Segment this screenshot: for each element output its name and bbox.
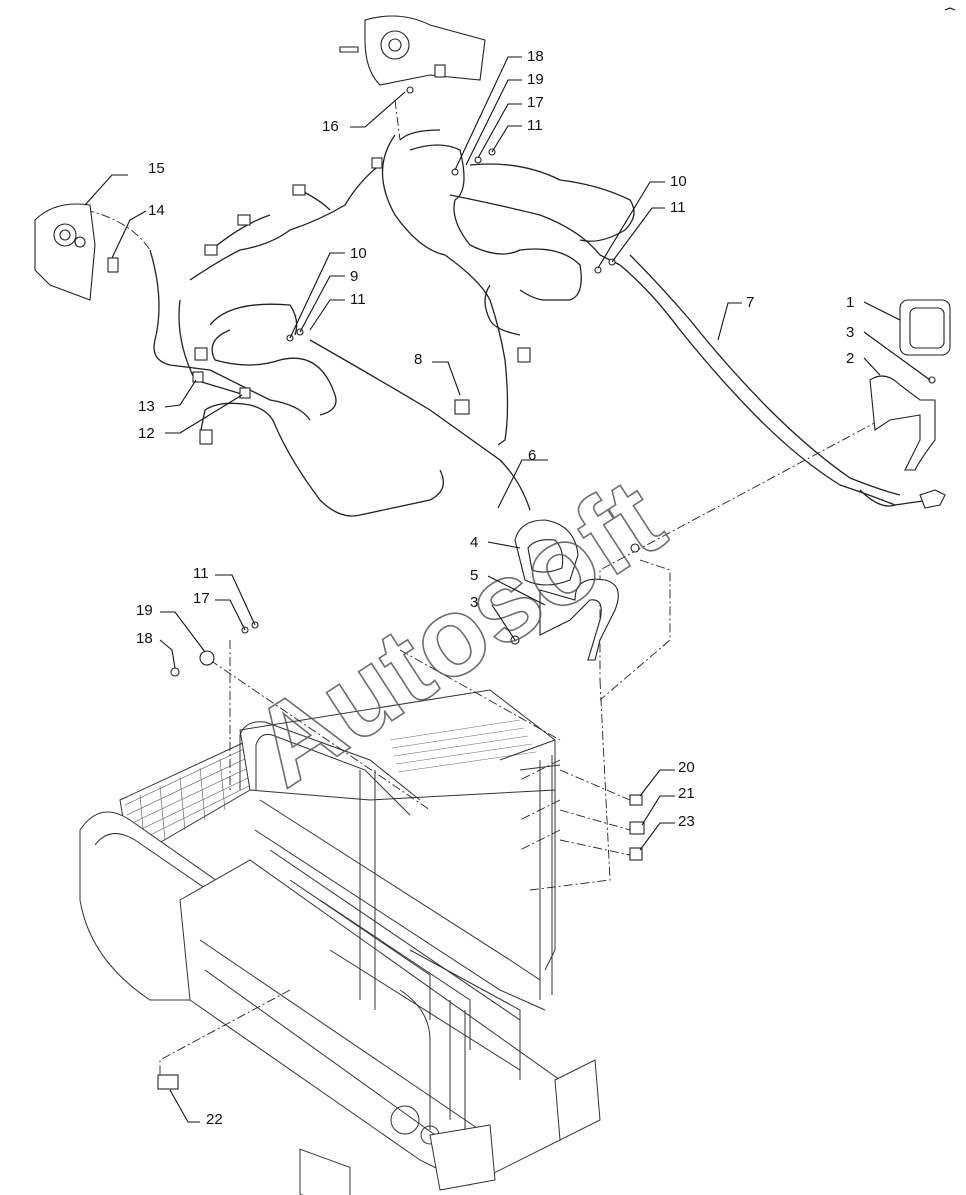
callout-10-right: 10 — [670, 173, 687, 190]
callout-19-lower: 19 — [136, 602, 153, 619]
front-lamp-4 — [514, 519, 579, 586]
callouts: 1 2 3 3 4 5 6 7 8 9 10 10 11 — [84, 48, 931, 1128]
locator-lines — [84, 99, 881, 1075]
part-12 — [239, 387, 251, 399]
callout-8: 8 — [414, 351, 422, 368]
corner-mark — [944, 7, 956, 11]
callout-4: 4 — [470, 534, 478, 551]
callout-1: 1 — [846, 294, 854, 311]
switch-22 — [157, 1074, 179, 1090]
callout-12: 12 — [138, 425, 155, 442]
callout-18-lower: 18 — [136, 630, 153, 647]
callout-11: 11 — [350, 291, 366, 308]
callout-15: 15 — [148, 160, 165, 177]
callout-22: 22 — [206, 1111, 223, 1128]
callout-11-top: 11 — [527, 117, 543, 134]
callout-16: 16 — [322, 118, 339, 135]
callout-19-top: 19 — [527, 71, 544, 88]
callout-14: 14 — [148, 202, 165, 219]
part-8 — [454, 399, 470, 415]
callout-23: 23 — [678, 813, 695, 830]
callout-21: 21 — [678, 785, 695, 802]
switch-21 — [629, 821, 645, 835]
parts — [34, 15, 951, 1090]
callout-2: 2 — [846, 350, 854, 367]
switch-23 — [629, 847, 643, 861]
left-lamp-housing — [34, 203, 96, 301]
callout-10: 10 — [350, 245, 367, 262]
callout-17-lower: 17 — [193, 590, 210, 607]
callout-11-right: 11 — [670, 199, 686, 216]
callout-7: 7 — [746, 294, 754, 311]
callout-18-top: 18 — [527, 48, 544, 65]
callout-17-top: 17 — [527, 94, 544, 111]
bracket-14 — [107, 257, 119, 273]
callout-5: 5 — [470, 567, 478, 584]
callout-13: 13 — [138, 398, 155, 415]
callout-3-lower: 3 — [470, 594, 478, 611]
machine-frame — [79, 689, 601, 1195]
switch-20 — [629, 794, 643, 806]
top-lamp-housing — [339, 15, 486, 94]
callout-3: 3 — [846, 324, 854, 341]
callout-9: 9 — [350, 268, 358, 285]
lamp-bracket-5 — [539, 578, 619, 661]
wiring-harness — [149, 129, 931, 517]
part-13 — [192, 371, 204, 383]
work-lamp-1 — [899, 299, 951, 356]
callout-6: 6 — [528, 447, 536, 464]
callout-20: 20 — [678, 759, 695, 776]
lamp-bracket-2 — [869, 375, 936, 471]
callout-11-lower: 11 — [193, 565, 209, 582]
